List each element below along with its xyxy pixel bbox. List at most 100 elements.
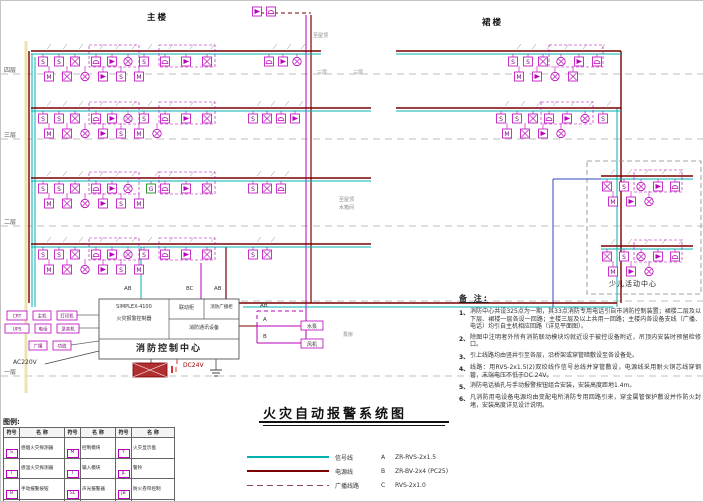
annotation-label: 至屋顶 bbox=[339, 197, 355, 203]
device-icon bbox=[670, 181, 680, 192]
svg-text:M: M bbox=[136, 131, 141, 138]
name-cell: 防火卷帘控制 bbox=[131, 478, 175, 500]
device-icon bbox=[134, 71, 144, 82]
svg-text:S: S bbox=[142, 252, 146, 259]
symbol-glyph: JB bbox=[117, 490, 130, 499]
svg-text:S: S bbox=[57, 186, 61, 193]
svg-text:S: S bbox=[251, 116, 255, 123]
svg-text:M: M bbox=[46, 267, 51, 274]
legend-wire-code: C bbox=[381, 481, 386, 489]
note-number: 1、 bbox=[459, 310, 470, 317]
symbol-cell: Y bbox=[115, 437, 132, 459]
right-unit-label: 少儿活动中心 bbox=[609, 280, 657, 288]
fire-control-center-label: 消防控制中心 bbox=[135, 344, 202, 354]
symbol-glyph: B bbox=[5, 490, 18, 499]
device-icon bbox=[91, 183, 101, 194]
symbol-glyph: SL bbox=[66, 490, 79, 499]
svg-text:M: M bbox=[504, 131, 509, 138]
device-icon bbox=[670, 251, 680, 262]
device-icon bbox=[54, 249, 64, 260]
note-item: 6、凡消防用电设备电源均由变配电所消防专用回路引来，穿金属管保护敷设并作防火封堵… bbox=[459, 394, 701, 409]
svg-text:M: M bbox=[516, 74, 521, 81]
title-rule-thick bbox=[259, 421, 449, 423]
controller-model: SIMPLEX-4100 bbox=[116, 304, 152, 310]
floor-label: 一层 bbox=[4, 369, 17, 376]
device-icon bbox=[160, 183, 170, 194]
linkage-cabinet-label: 联动柜 bbox=[178, 305, 194, 311]
symbol-glyph: Y bbox=[117, 449, 130, 458]
notes-title: 备 注: bbox=[459, 294, 489, 303]
svg-text:S: S bbox=[526, 59, 530, 66]
device-icon bbox=[38, 249, 48, 260]
device-icon bbox=[248, 113, 258, 124]
symbol-cell: SL bbox=[64, 478, 81, 500]
device-icon bbox=[38, 113, 48, 124]
riser-label: AB bbox=[214, 286, 222, 292]
device-icon bbox=[523, 56, 533, 67]
svg-text:S: S bbox=[601, 116, 605, 123]
device-icon bbox=[608, 266, 618, 277]
legend-wire-spec: ZR-RVS-2x1.5 bbox=[395, 453, 437, 461]
svg-text:M: M bbox=[610, 269, 615, 276]
symbol-glyph: S bbox=[5, 449, 18, 458]
main-building-label: 主楼 bbox=[147, 13, 169, 23]
floor-label: 四层 bbox=[4, 67, 17, 74]
symbol-glyph: M bbox=[66, 449, 79, 458]
dc-power-label: DC24V bbox=[183, 362, 204, 369]
svg-text:M: M bbox=[136, 74, 141, 81]
svg-text:M: M bbox=[136, 267, 141, 274]
annotation-label: 泵房 bbox=[343, 332, 354, 338]
svg-text:S: S bbox=[251, 252, 255, 259]
annotation-label: 至屋顶 bbox=[313, 33, 329, 39]
svg-text:S: S bbox=[119, 201, 123, 208]
svg-text:风机: 风机 bbox=[307, 341, 317, 348]
device-icon bbox=[54, 113, 64, 124]
device-icon bbox=[44, 128, 54, 139]
svg-text:水泵: 水泵 bbox=[307, 323, 317, 330]
device-icon bbox=[91, 56, 101, 67]
legend-wire-code: A bbox=[381, 453, 386, 461]
device-icon bbox=[619, 251, 629, 262]
legend-line-sample bbox=[247, 470, 329, 472]
note-item: 2、除图中注明者外所有消防联动模块均就近设于被控设备附近，吊顶内安装时预留检修口… bbox=[459, 334, 701, 349]
device-icon bbox=[91, 113, 101, 124]
device-icon bbox=[116, 198, 126, 209]
svg-text:G: G bbox=[149, 186, 154, 193]
device-icon bbox=[608, 196, 618, 207]
device-icon bbox=[248, 249, 258, 260]
note-number: 3、 bbox=[459, 353, 470, 361]
device-icon bbox=[38, 183, 48, 194]
symbol-glyph: T bbox=[5, 469, 18, 478]
branch-label: B bbox=[263, 334, 267, 340]
device-icon bbox=[619, 181, 629, 192]
symbol-cell: JL bbox=[115, 457, 132, 479]
note-number: 2、 bbox=[459, 335, 470, 343]
svg-text:电话: 电话 bbox=[39, 326, 48, 333]
svg-text:S: S bbox=[41, 59, 45, 66]
symbol-table-header: 名 称 bbox=[80, 427, 116, 438]
name-cell: 感温火灾探测器 bbox=[19, 457, 65, 479]
device-icon bbox=[544, 113, 554, 124]
riser-label: AB bbox=[124, 286, 132, 292]
device-icon bbox=[160, 113, 170, 124]
svg-text:录音机: 录音机 bbox=[61, 326, 75, 333]
legend-wire-code: B bbox=[381, 467, 386, 475]
svg-text:M: M bbox=[610, 199, 615, 206]
svg-text:打印机: 打印机 bbox=[60, 313, 74, 320]
svg-text:M: M bbox=[46, 201, 51, 208]
svg-text:S: S bbox=[515, 116, 519, 123]
device-icon bbox=[598, 113, 608, 124]
ac-power-label: AC220V bbox=[13, 359, 37, 366]
note-text: 除图中注明者外所有消防联动模块均就近设于被控设备附近，吊顶内安装时预留检修口。 bbox=[470, 333, 701, 349]
legend-wire-name: 广播线路 bbox=[335, 482, 360, 490]
device-icon bbox=[266, 6, 276, 17]
svg-text:S: S bbox=[57, 252, 61, 259]
device-icon bbox=[44, 264, 54, 275]
symbol-table-header: 符号 bbox=[64, 427, 81, 438]
device-icon bbox=[139, 113, 149, 124]
symbol-cell: JB bbox=[115, 478, 132, 500]
device-icon bbox=[116, 71, 126, 82]
svg-text:功放: 功放 bbox=[58, 343, 67, 350]
